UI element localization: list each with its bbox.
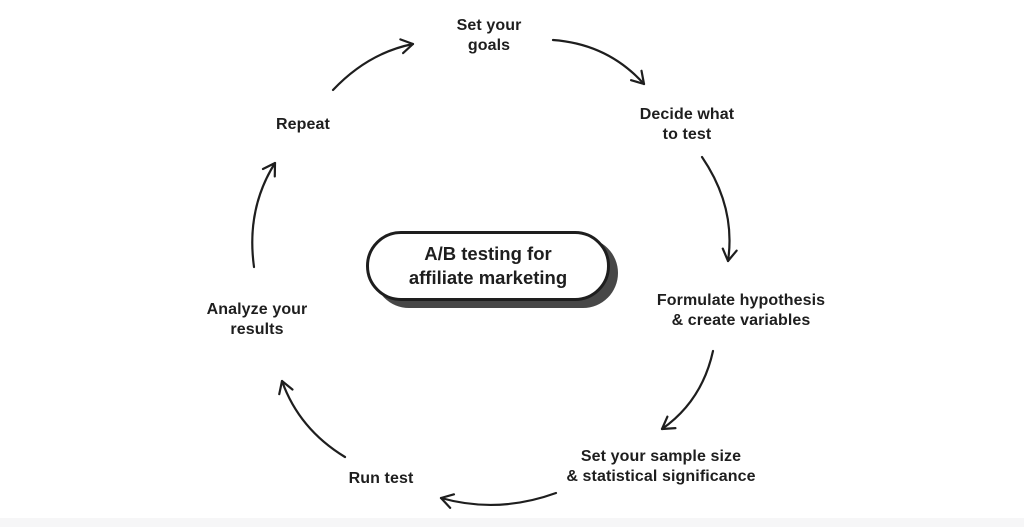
arrow-sample-to-runtest-icon xyxy=(439,491,558,509)
arrow-analyze-to-repeat-icon xyxy=(251,161,277,269)
arrow-runtest-to-analyze-icon xyxy=(278,379,347,459)
arrow-decide-to-hypothesis-icon xyxy=(700,155,738,263)
arrow-goals-to-decide-icon xyxy=(551,38,646,86)
step-label-sample-size: Set your sample size & statistical signi… xyxy=(566,448,756,485)
step-label-repeat: Repeat xyxy=(276,116,330,133)
footer-band xyxy=(0,518,1024,527)
center-node: A/B testing for affiliate marketing xyxy=(366,231,610,301)
step-label-decide-what-to-test: Decide what to test xyxy=(639,106,735,143)
step-label-run-test: Run test xyxy=(348,470,414,487)
step-label-set-goals: Set your goals xyxy=(456,17,522,54)
arrow-repeat-to-goals-icon xyxy=(331,38,415,92)
step-label-formulate-hypothesis: Formulate hypothesis & create variables xyxy=(656,292,826,329)
arrow-hypothesis-to-sample-icon xyxy=(660,349,715,431)
diagram-title: A/B testing for affiliate marketing xyxy=(408,243,568,288)
step-label-analyze-results: Analyze your results xyxy=(206,301,308,338)
